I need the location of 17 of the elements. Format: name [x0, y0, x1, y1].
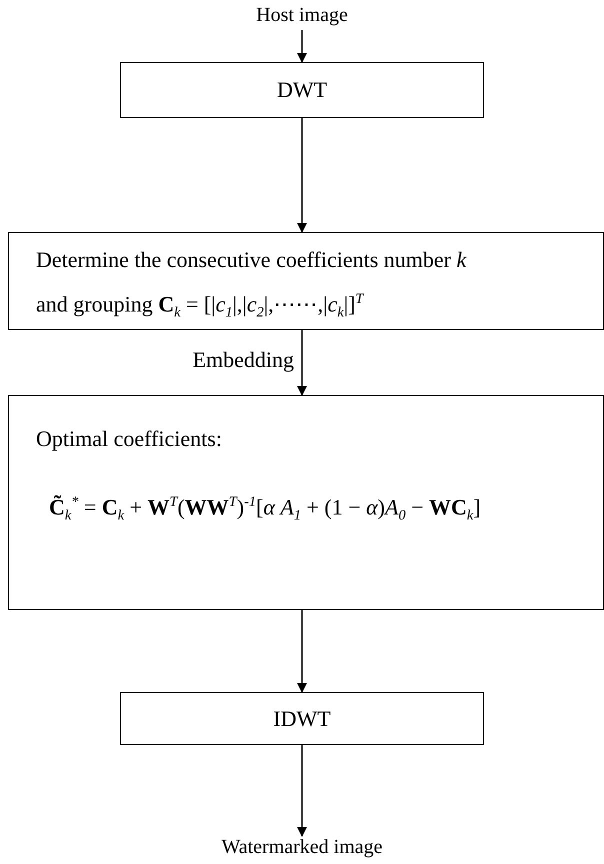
box-text: IDWT: [273, 706, 331, 732]
process-box: [120, 62, 484, 118]
arrow: [297, 610, 307, 693]
box-text: Determine the consecutive coefficients number k: [35, 246, 468, 273]
arrow: [297, 745, 307, 837]
process-box: [8, 395, 604, 610]
arrow: [297, 30, 307, 63]
process-box: [8, 232, 604, 330]
arrow: [297, 118, 307, 233]
process-box: [120, 692, 484, 745]
image-label: Watermarked image: [182, 836, 422, 862]
box-text: DWT: [276, 77, 328, 103]
arrow: [297, 330, 307, 396]
image-label: Host image: [202, 4, 402, 30]
box-text: Optimal coefficients:: [35, 425, 223, 452]
formula: C̃$_{k}$$^{*}$ = C$_{k}$ + W$^{T}$(WW$^{T}$)$^{-1}$[α A$_{1}$ + (1 − α)A$_{0}$ − WC$_{k}$]: [48, 493, 482, 525]
box-text: and grouping C$_{k}$ = [|c$_{1}$|,|c$_{2}$|,⋯⋯,|c$_{k}$|]$^{T}$: [35, 290, 366, 322]
